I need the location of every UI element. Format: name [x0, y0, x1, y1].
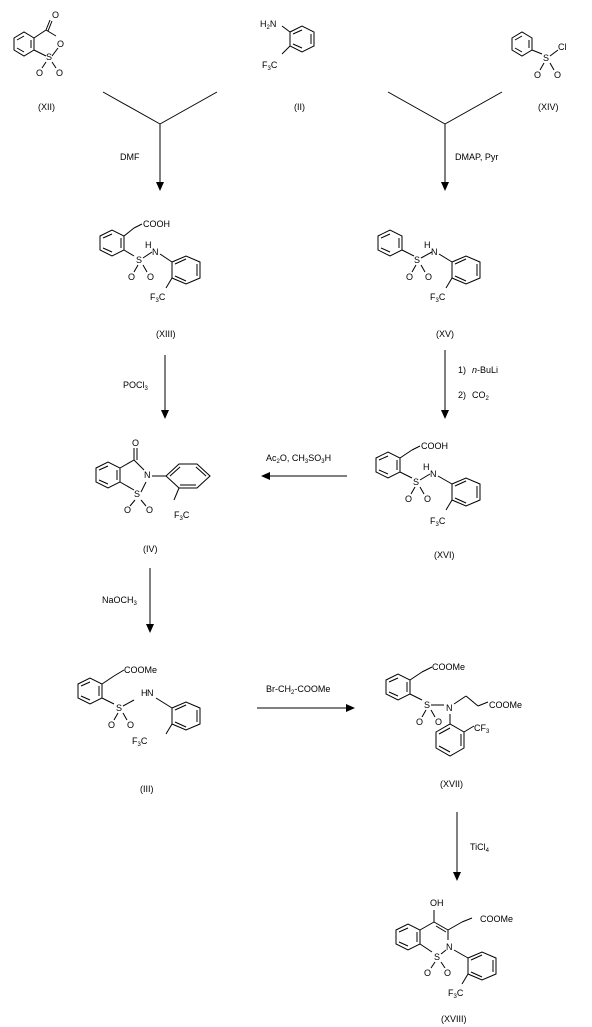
atom-s: S — [414, 255, 420, 265]
trifluoromethyl-label: F3C — [262, 60, 278, 72]
reagent-naoch3: NaOCH3 — [102, 595, 138, 607]
structure-XIV: S Cl O O — [511, 31, 567, 80]
reagent-bromoacetate: Br-CH2-COOMe — [266, 684, 330, 696]
atom-h: H — [424, 240, 431, 250]
reagent-ac2o: Ac2O, CH3SO3H — [266, 453, 331, 465]
atom-o: O — [52, 10, 59, 20]
structure-XII: O O S O O — [13, 10, 64, 78]
atom-o: O — [132, 438, 139, 448]
ester-label: COOMe — [480, 914, 513, 924]
arrow-iii-to-xvii — [257, 704, 355, 712]
compound-label-XVIII: (XVIII) — [441, 1014, 467, 1024]
atom-s: S — [543, 53, 549, 63]
arrow-xiii-to-iv — [161, 355, 169, 419]
atom-o: O — [444, 968, 451, 978]
atom-o: O — [416, 717, 423, 727]
structure-XVII: COOMe S O O N COOMe CF3 — [385, 662, 522, 757]
atom-o: O — [128, 272, 135, 282]
atom-o: O — [406, 272, 413, 282]
ester-label: COOMe — [124, 665, 157, 675]
arrow-iv-to-iii — [146, 568, 154, 633]
atom-n: N — [431, 247, 438, 257]
atom-n: N — [144, 470, 151, 480]
compound-label-III: (III) — [140, 784, 154, 794]
reagent-dmf: DMF — [120, 152, 140, 162]
amine-label: H2N — [260, 19, 276, 31]
compound-label-XV: (XV) — [436, 329, 454, 339]
atom-s: S — [46, 52, 52, 62]
atom-o: O — [554, 70, 561, 80]
atom-o: O — [57, 39, 64, 49]
carboxyl-label: COOH — [143, 219, 170, 229]
arrow-xvi-to-iv — [261, 472, 347, 480]
trifluoromethyl-label: F3C — [430, 292, 446, 304]
atom-o: O — [108, 720, 115, 730]
trifluoromethyl-label: F3C — [430, 516, 446, 528]
reagent-co2: 2)CO2 — [458, 390, 490, 402]
compound-label-II: (II) — [294, 102, 305, 112]
compound-label-IV: (IV) — [143, 544, 158, 554]
atom-n: N — [430, 469, 437, 479]
atom-cl: Cl — [558, 42, 567, 52]
structure-II: H2N F3C — [260, 19, 315, 72]
structure-XVIII: OH COOMe N S O O F3C — [395, 898, 513, 1000]
structure-III: COOMe S O O H N F3C — [77, 665, 201, 748]
arrow-xvii-to-xviii — [453, 812, 461, 881]
atom-s: S — [413, 477, 419, 487]
hydroxyl-label: OH — [430, 898, 444, 908]
atom-o: O — [534, 70, 541, 80]
trifluoromethyl-label: F3C — [132, 736, 148, 748]
compound-label-XII: (XII) — [38, 102, 55, 112]
reagent-nbuli: 1)n-BuLi — [458, 365, 498, 375]
trifluoromethyl-label: F3C — [174, 510, 190, 522]
atom-o: O — [127, 720, 134, 730]
atom-s: S — [116, 703, 122, 713]
arrow-right-converge — [387, 91, 503, 191]
atom-o: O — [435, 717, 442, 727]
atom-n: N — [446, 942, 453, 952]
atom-h: H — [423, 462, 430, 472]
atom-o: O — [124, 505, 131, 515]
atom-o: O — [36, 68, 43, 78]
atom-n: N — [446, 703, 453, 713]
atom-h: H — [141, 688, 148, 698]
atom-o: O — [405, 494, 412, 504]
trifluoromethyl-label: F3C — [150, 292, 166, 304]
compound-label-XIII: (XIII) — [156, 329, 176, 339]
trifluoromethyl-label: F3C — [448, 988, 464, 1000]
atom-o: O — [146, 505, 153, 515]
structure-XIII: COOH S O O H N F3C — [99, 219, 201, 304]
atom-h: H — [145, 240, 152, 250]
arrow-left-converge — [102, 91, 218, 191]
ester-label: COOMe — [489, 700, 522, 710]
arrow-xv-to-xvi — [441, 350, 449, 419]
atom-o: O — [424, 968, 431, 978]
atom-n: N — [152, 247, 159, 257]
carboxyl-label: COOH — [421, 441, 448, 451]
atom-s: S — [134, 489, 140, 499]
atom-o: O — [56, 68, 63, 78]
atom-o: O — [425, 272, 432, 282]
reagent-ticl4: TiCl4 — [470, 842, 490, 854]
structure-IV: O N S O O F3C — [95, 438, 211, 522]
trifluoromethyl-label: CF3 — [474, 723, 490, 735]
atom-o: O — [424, 494, 431, 504]
reagent-pocl3: POCl3 — [123, 380, 149, 392]
atom-s: S — [136, 255, 142, 265]
ester-label: COOMe — [432, 662, 465, 672]
reagent-dmap-pyr: DMAP, Pyr — [455, 152, 498, 162]
structure-XV: S O O H N F3C — [377, 229, 481, 304]
compound-label-XVI: (XVI) — [434, 550, 455, 560]
structure-XVI: COOH S O O H N F3C — [375, 441, 481, 528]
atom-s: S — [424, 700, 430, 710]
compound-label-XIV: (XIV) — [538, 102, 559, 112]
compound-label-XVII: (XVII) — [440, 779, 463, 789]
atom-o: O — [147, 272, 154, 282]
atom-n: N — [147, 688, 154, 698]
atom-s: S — [434, 952, 440, 962]
